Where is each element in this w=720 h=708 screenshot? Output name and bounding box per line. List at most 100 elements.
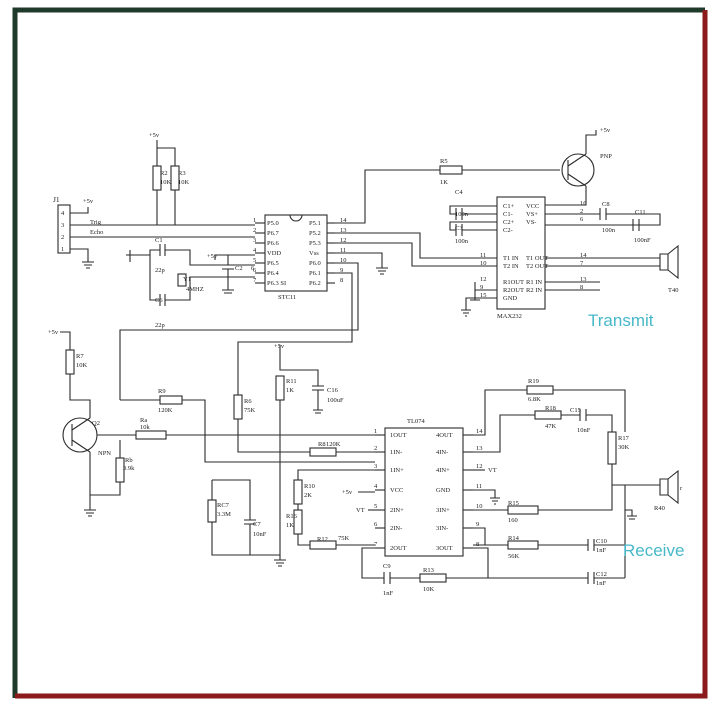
mcu-stc11: STC11 (264, 214, 328, 301)
component-label: C3 (455, 225, 463, 232)
component-label: C10 (596, 538, 607, 545)
pnp-transistor: PNP (561, 153, 612, 187)
component-label: +5v (83, 198, 94, 205)
component-label: C9 (383, 563, 391, 570)
opamp-tl074: TL074 (384, 418, 464, 557)
component-label: R6 (244, 398, 252, 405)
component-label: 120K (158, 407, 173, 414)
chip-max232: MAX232 (496, 196, 546, 320)
component-label: MAX232 (497, 313, 522, 320)
component-label: 56K (508, 553, 520, 560)
mcu-pin-label: P5.3 (309, 240, 321, 247)
max232-pin-number: 15 (480, 292, 487, 299)
component-label: 4MHZ (186, 286, 204, 293)
mcu-pin-number: 1 (253, 217, 256, 224)
component-label: +5v (149, 132, 160, 139)
tl074-pin-label: 2IN- (390, 525, 402, 532)
component-label: C2 (235, 265, 243, 272)
max232-pin-label: C2+ (503, 219, 515, 226)
max232-pin-label: VS- (526, 219, 536, 226)
component-label: 10K (423, 586, 435, 593)
tl074-pin-number: 6 (374, 521, 378, 528)
component-label: 4 (61, 210, 65, 217)
component-label: 10K (160, 179, 172, 186)
component-label: C11 (635, 209, 646, 216)
component-label: 100n (602, 227, 616, 234)
max232-pin-label: T1 OUT (526, 255, 548, 262)
component-label: VT (488, 467, 497, 474)
mcu-pin-label: P6.0 (309, 260, 321, 267)
component-label: +5v (342, 489, 353, 496)
mcu-pin-number: 14 (340, 217, 347, 224)
component-label: 100uF (327, 397, 344, 404)
mcu-pin-number: 6 (253, 267, 257, 274)
mcu-pin-label: P6.2 (309, 280, 321, 287)
mcu-pin-label: P5.1 (309, 220, 321, 227)
max232-pin-label: R2 IN (526, 287, 542, 294)
component-label: 3.9k (123, 465, 135, 472)
component-label: C8 (602, 201, 610, 208)
max232-pin-number: 2 (580, 208, 583, 215)
max232-pin-number: 8 (580, 284, 583, 291)
max232-pin-label: R1 IN (526, 279, 542, 286)
component-label: C16 (327, 387, 339, 394)
tl074-pin-number: 12 (476, 463, 483, 470)
component-label: R12 (317, 536, 328, 543)
component-label: R9 (158, 388, 166, 395)
component-label: 10K (178, 179, 190, 186)
component-label: 47K (545, 423, 557, 430)
component-label: R8 (318, 441, 326, 448)
tl074-pin-number: 5 (374, 503, 377, 510)
component-label: 30K (618, 444, 630, 451)
tl074-pin-label: 1IN- (390, 449, 402, 456)
t40-speaker (659, 244, 679, 280)
component-label: 22p (155, 267, 165, 274)
component-label: 10nF (253, 531, 267, 538)
component-label: Y1 (183, 276, 191, 283)
max232-pin-number: 14 (580, 252, 587, 259)
component-label: Trig (90, 219, 102, 226)
component-label: 1nF (596, 580, 607, 587)
component-label: 100n (455, 211, 469, 218)
component-label: R14 (508, 535, 520, 542)
component-label: PNP (600, 153, 612, 160)
mcu-pin-label: VDD (267, 250, 281, 257)
component-label: R2 (160, 170, 168, 177)
component-label: C7 (253, 521, 261, 528)
component-label: R19 (528, 378, 539, 385)
component-label: +5v (274, 343, 285, 350)
component-label: 1nF (596, 547, 607, 554)
mcu-pin-label: P6.4 (267, 270, 279, 277)
component-label: 1K (286, 387, 294, 394)
component-label: 75K (244, 407, 256, 414)
max232-pin-number: 11 (480, 252, 486, 259)
component-label: C6 (155, 297, 163, 304)
tl074-pin-label: 1OUT (390, 432, 407, 439)
component-label: STC11 (278, 294, 296, 301)
mcu-pin-label: P6.6 (267, 240, 279, 247)
mcu-pin-number: 7 (253, 277, 257, 284)
mcu-pin-number: 9 (340, 267, 343, 274)
tl074-pin-number: 9 (476, 521, 479, 528)
tl074-pin-label: 4IN- (436, 449, 448, 456)
component-label: 6.8K (528, 396, 541, 403)
component-label: T40 (668, 287, 678, 294)
mcu-pin-number: 11 (340, 247, 346, 254)
tl074-pin-label: 1IN+ (390, 467, 404, 474)
mcu-pin-label: Vss (309, 250, 319, 257)
component-label: 75K (338, 535, 350, 542)
tl074-pin-label: VCC (390, 487, 403, 494)
component-label: C1 (155, 237, 163, 244)
component-label: 10K (76, 362, 88, 369)
mcu-pin-label: P6.1 (309, 270, 321, 277)
mcu-pin-label: P5.0 (267, 220, 279, 227)
component-label: R17 (618, 435, 630, 442)
component-label: R7 (76, 353, 84, 360)
mcu-pin-label: P6.5 (267, 260, 279, 267)
r40-receiver (659, 469, 679, 505)
tl074-pin-number: 2 (374, 445, 377, 452)
component-label: R18 (545, 405, 556, 412)
component-label: Echo (90, 229, 103, 236)
